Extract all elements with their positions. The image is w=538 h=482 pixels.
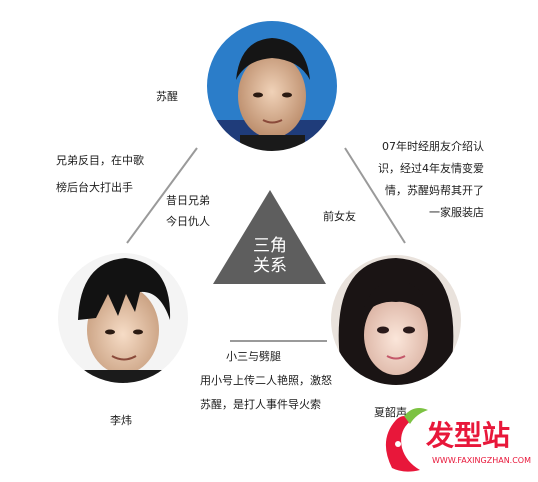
relation-left-outer-line1: 兄弟反目，在中歌 bbox=[56, 154, 144, 167]
relation-right-outer-line1: 07年时经朋友介绍认 bbox=[382, 140, 484, 153]
center-label: 三角 关系 bbox=[240, 236, 300, 276]
person-name-right: 夏韶声 bbox=[374, 406, 407, 419]
center-label-line1: 三角 bbox=[253, 236, 287, 256]
relation-right-outer: 07年时经朋友介绍认 识，经过4年友情变爱 情，苏醒妈帮其开了 一家服装店 bbox=[378, 138, 484, 221]
relation-left-outer-line2: 榜后台大打出手 bbox=[56, 181, 133, 194]
center-label-line2: 关系 bbox=[253, 256, 287, 276]
relation-right-outer-line4: 一家服装店 bbox=[429, 206, 484, 219]
line-top-right bbox=[344, 147, 406, 244]
center-triangle bbox=[213, 190, 326, 284]
watermark-url: WWW.FAXINGZHAN.COM bbox=[432, 456, 531, 465]
watermark-logo-icon bbox=[385, 408, 428, 472]
line-top-left bbox=[126, 147, 198, 244]
relation-right-outer-line3: 情，苏醒妈帮其开了 bbox=[385, 184, 484, 197]
portrait-left bbox=[56, 251, 190, 385]
relation-left-inner-line2: 今日仇人 bbox=[166, 215, 210, 228]
relation-bottom-line3: 苏醒，是打人事件导火索 bbox=[200, 398, 321, 411]
relation-bottom-line1: 小三与劈腿 bbox=[226, 350, 281, 363]
relation-bottom: 小三与劈腿 用小号上传二人艳照，激怒 苏醒，是打人事件导火索 bbox=[200, 348, 332, 413]
relation-bottom-line2: 用小号上传二人艳照，激怒 bbox=[200, 374, 332, 387]
relation-right-inner: 前女友 bbox=[323, 210, 356, 223]
relation-left-inner-line1: 昔日兄弟 bbox=[166, 194, 210, 207]
portrait-right bbox=[329, 253, 463, 387]
portrait-top bbox=[205, 19, 339, 153]
relation-left-outer: 兄弟反目，在中歌 榜后台大打出手 bbox=[56, 152, 144, 196]
relation-right-outer-line2: 识，经过4年友情变爱 bbox=[378, 162, 484, 175]
person-name-top: 苏醒 bbox=[156, 90, 178, 103]
person-name-left: 李炜 bbox=[110, 414, 132, 427]
relation-left-inner: 昔日兄弟 今日仇人 bbox=[166, 192, 210, 230]
watermark-title: 发型站 bbox=[426, 419, 511, 452]
